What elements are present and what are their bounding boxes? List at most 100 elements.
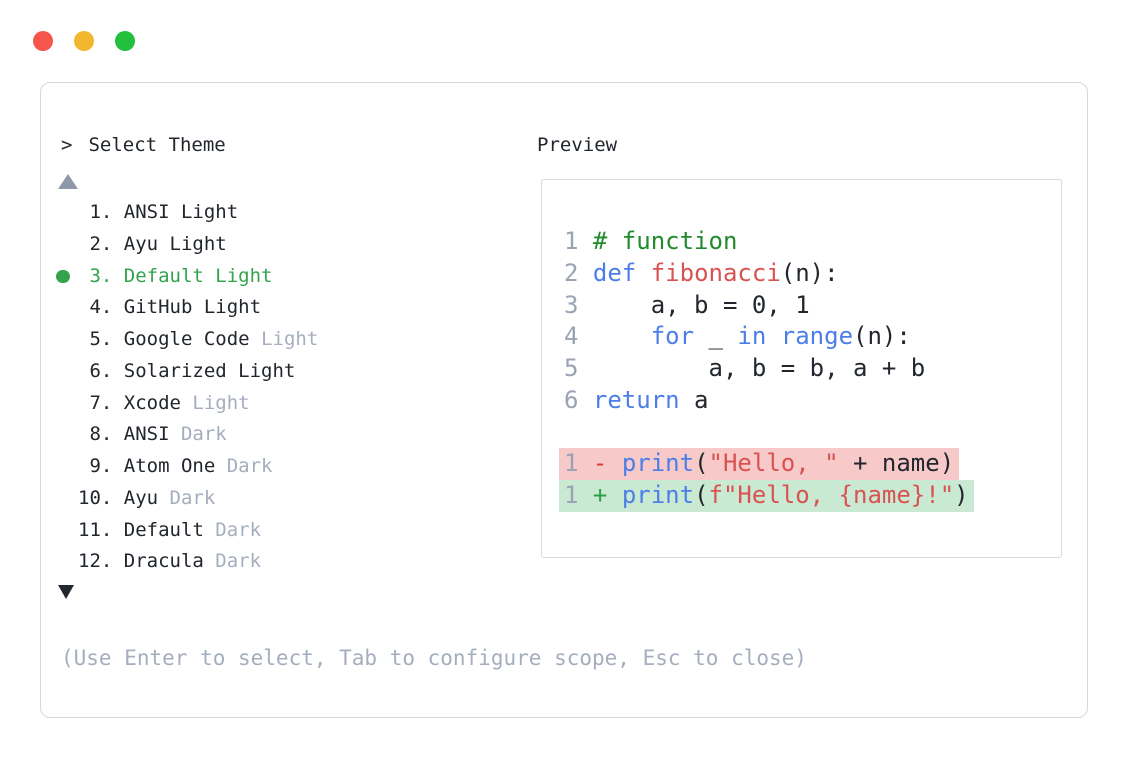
theme-number: 3 [89, 264, 101, 287]
code-token [593, 322, 651, 350]
theme-name: Atom One [123, 455, 216, 478]
theme-name: Dracula [123, 550, 204, 573]
footer-hint: (Use Enter to select, Tab to configure s… [61, 646, 807, 670]
code-token: (n): [853, 322, 911, 351]
theme-option[interactable]: 4. GitHub Light [56, 292, 318, 324]
code-token: print [621, 481, 695, 509]
code-line-content: 4 for _ in range(n): [559, 321, 916, 353]
code-token: ( [694, 449, 709, 478]
theme-name: Google Code [123, 328, 250, 351]
prompt-chevron-icon: > [61, 134, 73, 156]
theme-name: Default Light [123, 264, 273, 287]
code-token [578, 259, 592, 287]
code-token: 1 [564, 481, 579, 509]
select-theme-title: Select Theme [88, 134, 226, 156]
theme-name: Ayu [123, 486, 159, 509]
theme-variant: Light [249, 328, 319, 351]
code-token: # function [592, 227, 738, 255]
diff-added-line: 1 + print(f"Hello, {name}!") [559, 480, 1061, 512]
theme-number: 1 [89, 201, 101, 223]
code-token [578, 386, 592, 414]
close-button[interactable] [33, 31, 53, 51]
theme-number: 11 [78, 518, 101, 541]
code-token [578, 354, 592, 382]
theme-variant: Dark [215, 455, 273, 478]
code-token [578, 322, 592, 350]
code-token [578, 449, 592, 477]
theme-variant: Light [180, 391, 250, 414]
code-token [636, 259, 650, 287]
code-token: a [679, 385, 709, 414]
zoom-button[interactable] [115, 31, 135, 51]
preview-label: Preview [537, 134, 618, 156]
dot-shape [56, 269, 70, 284]
theme-number: 8 [89, 423, 101, 446]
theme-variant: Dark [169, 423, 227, 446]
theme-variant: Dark [203, 518, 262, 541]
code-token: a, b = 0, 1 [592, 290, 810, 319]
theme-option[interactable]: 7. Xcode Light [56, 388, 318, 420]
theme-number: 2 [89, 232, 101, 255]
theme-number-separator: . [100, 550, 124, 573]
theme-option[interactable]: 10. Ayu Dark [56, 483, 318, 515]
minimize-button[interactable] [74, 31, 94, 51]
theme-option[interactable]: 2. Ayu Light [56, 229, 318, 261]
theme-number-separator: . [100, 296, 124, 319]
code-token [607, 449, 621, 477]
code-line-content: 5 a, b = b, a + b [559, 353, 930, 385]
code-token: a, b = b, a + b [592, 354, 926, 382]
theme-number-separator: . [100, 232, 124, 255]
theme-number-separator: . [100, 486, 124, 509]
theme-number-separator: . [100, 201, 124, 223]
scroll-up-icon[interactable] [58, 174, 78, 189]
code-line: 3 a, b = 0, 1 [564, 290, 1061, 322]
code-token: 3 [564, 290, 579, 319]
theme-option[interactable]: 5. Google Code Light [56, 324, 318, 356]
code-token: fibonacci [650, 258, 781, 287]
theme-option[interactable]: 8. ANSI Dark [56, 419, 318, 451]
theme-number: 6 [89, 359, 101, 382]
code-token: print [621, 449, 695, 478]
code-token: _ [694, 322, 738, 351]
theme-name: ANSI Light [123, 201, 239, 223]
code-token: def [592, 258, 637, 287]
code-token: 1 [564, 449, 579, 478]
theme-number: 12 [78, 550, 101, 573]
theme-number-separator: . [100, 391, 124, 414]
theme-name: Solarized Light [123, 359, 296, 382]
code-token: - [592, 449, 608, 478]
theme-number-separator: . [100, 328, 124, 351]
theme-option[interactable]: 3. Default Light [56, 261, 318, 293]
theme-number: 4 [89, 296, 101, 319]
theme-option[interactable]: 9. Atom One Dark [56, 451, 318, 483]
code-line-content: 3 a, b = 0, 1 [559, 290, 815, 322]
code-token: 4 [564, 322, 579, 351]
code-token: in [737, 322, 767, 351]
code-token [607, 481, 621, 509]
code-line: 1 # function [564, 226, 1061, 258]
theme-option[interactable]: 1. ANSI Light [56, 197, 318, 229]
code-token [578, 291, 592, 319]
code-token [578, 227, 592, 255]
theme-name: GitHub Light [123, 296, 262, 319]
theme-option[interactable]: 11. Default Dark [56, 515, 318, 547]
theme-name: Xcode [123, 391, 181, 414]
theme-option[interactable]: 6. Solarized Light [56, 356, 318, 388]
code-line-content: 1 # function [559, 226, 742, 258]
theme-number-separator: . [100, 518, 124, 541]
theme-name: Ayu Light [123, 232, 227, 255]
scroll-down-icon[interactable] [58, 585, 74, 599]
code-token: for [650, 322, 695, 351]
code-token: 1 [564, 227, 579, 255]
theme-option[interactable]: 12. Dracula Dark [56, 546, 318, 578]
code-token: ) [954, 481, 969, 509]
code-line-content: 1 + print(f"Hello, {name}!") [559, 480, 974, 512]
code-line: 6 return a [564, 385, 1061, 417]
theme-variant: Dark [203, 550, 262, 573]
select-theme-header: > Select Theme [61, 130, 226, 162]
theme-name: Default [123, 518, 204, 541]
code-token: 6 [564, 385, 579, 414]
code-token: return [592, 385, 680, 414]
